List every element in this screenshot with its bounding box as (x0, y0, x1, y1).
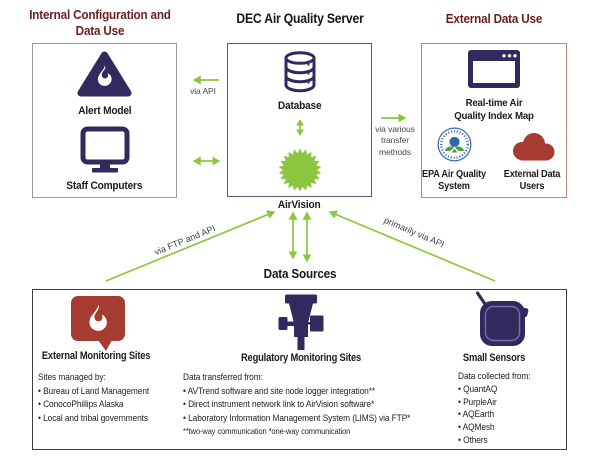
airvision-gear-sun-icon (278, 148, 322, 197)
primarily-api-label: primarily via API (383, 215, 446, 249)
list-item: ConocoPhillips Alaska (38, 398, 149, 412)
external-users-cloud-icon (508, 131, 556, 167)
list-item: PurpleAir (458, 397, 531, 410)
list-item: AVTrend software and site node logger in… (183, 385, 410, 399)
data-sources-box: External Monitoring Sites Sites managed … (32, 289, 567, 450)
server-title: DEC Air Quality Server (236, 11, 364, 26)
list-intro: Sites managed by: (38, 372, 106, 383)
transfer-methods-label: via various transfer methods (375, 124, 415, 157)
small-sensors-heading: Small Sensors (462, 352, 526, 364)
external-users-label: External Data Users (503, 169, 561, 193)
external-monitoring-list: Sites managed by: Bureau of Land Managem… (38, 371, 149, 425)
list-item: QuantAQ (458, 384, 531, 397)
communication-footnote: **two-way communication *one-way communi… (183, 426, 351, 436)
external-box-bottom-row: EPA Air Quality System External Data Use… (418, 127, 570, 193)
database-cylinder-icon (280, 50, 320, 98)
realtime-map-browser-icon (467, 49, 521, 94)
via-api-label: via API (190, 86, 216, 96)
external-monitoring-heading: External Monitoring Sites (41, 350, 151, 362)
staff-computers-monitor-icon (80, 126, 130, 178)
epa-system-label: EPA Air Quality System (422, 169, 486, 193)
external-data-use-box: Real-time Air Quality Index Map EPA Air … (421, 43, 567, 198)
realtime-map-label: Real-time Air Quality Index Map (454, 97, 534, 122)
ftp-api-label: via FTP and API (153, 223, 217, 257)
external-title: External Data Use (445, 11, 543, 26)
regulatory-instrument-icon (278, 293, 324, 356)
alert-model-flame-triangle-icon (77, 50, 132, 103)
list-item: AQEarth (458, 409, 531, 422)
primarily-api-diagonal-arrow (328, 210, 496, 282)
list-item: Bureau of Land Management (38, 385, 149, 399)
airvision-label: AirVision (278, 199, 321, 211)
database-label: Database (277, 100, 322, 112)
list-item: Laboratory Information Management System… (183, 412, 410, 426)
list-item: Local and tribal governments (38, 412, 149, 426)
list-item: AQMesh (458, 422, 531, 435)
epa-seal-icon (437, 127, 472, 167)
regulatory-monitoring-heading: Regulatory Monitoring Sites (240, 352, 362, 364)
list-item: Others (458, 435, 531, 448)
internal-title: Internal Configuration and Data Use (29, 7, 171, 39)
alert-model-label: Alert Model (77, 105, 132, 117)
data-sources-title: Data Sources (263, 266, 337, 281)
server-box: Database AirVision (227, 43, 372, 211)
small-sensor-box-icon (471, 291, 529, 358)
staff-computers-label: Staff Computers (66, 180, 143, 192)
small-sensors-list: Data collected from: QuantAQ PurpleAir A… (458, 371, 531, 448)
external-monitoring-flame-bubble-icon (69, 294, 127, 357)
database-airvision-arrow (293, 114, 307, 146)
epa-column: EPA Air Quality System (418, 127, 490, 193)
list-intro: Data collected from: (458, 371, 531, 382)
regulatory-monitoring-list: Data transferred from: AVTrend software … (183, 371, 410, 437)
external-users-column: External Data Users (494, 127, 570, 193)
internal-configuration-box: Alert Model Staff Computers (32, 43, 177, 198)
list-intro: Data transferred from: (183, 372, 263, 383)
list-item: Direct instrument network link to AirVis… (183, 398, 410, 412)
